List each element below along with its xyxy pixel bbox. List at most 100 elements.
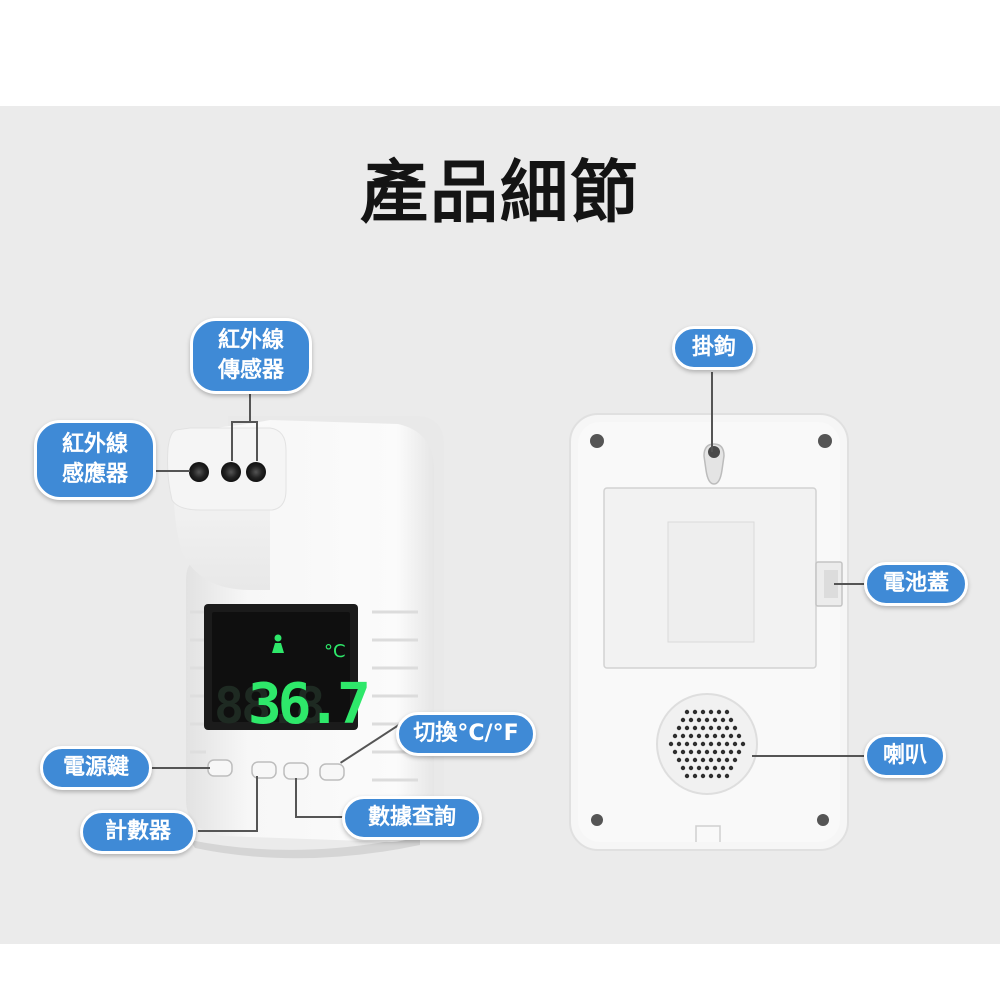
speaker-hole bbox=[680, 749, 686, 755]
speaker-hole bbox=[712, 733, 718, 739]
speaker-hole bbox=[684, 709, 690, 715]
label-hook-text: 掛鉤 bbox=[691, 335, 736, 360]
speaker-hole bbox=[684, 773, 690, 779]
speaker-hole bbox=[680, 733, 686, 739]
speaker-hole bbox=[680, 717, 686, 723]
speaker-hole bbox=[696, 765, 702, 771]
speaker-hole bbox=[696, 733, 702, 739]
speaker-hole bbox=[684, 757, 690, 763]
label-ir-sensor-top-line2: 傳感器 bbox=[217, 358, 284, 383]
speaker-hole bbox=[688, 717, 694, 723]
speaker-hole bbox=[692, 773, 698, 779]
connector-counter-v bbox=[256, 776, 258, 832]
speaker-hole bbox=[728, 749, 734, 755]
label-power-key: 電源鍵 bbox=[40, 746, 152, 790]
label-counter-text: 計數器 bbox=[104, 819, 171, 844]
speaker-hole bbox=[676, 725, 682, 731]
speaker-hole bbox=[708, 709, 714, 715]
speaker-hole bbox=[676, 757, 682, 763]
speaker-hole bbox=[688, 765, 694, 771]
label-switch-unit-text: 切換°C/°F bbox=[413, 721, 519, 746]
speaker-hole bbox=[696, 717, 702, 723]
speaker-hole bbox=[724, 757, 730, 763]
speaker-hole bbox=[692, 725, 698, 731]
speaker-hole bbox=[700, 773, 706, 779]
speaker-hole bbox=[700, 757, 706, 763]
speaker-hole bbox=[708, 757, 714, 763]
label-switch-unit: 切換°C/°F bbox=[396, 712, 536, 756]
speaker-hole bbox=[692, 709, 698, 715]
speaker-hole bbox=[700, 741, 706, 747]
connector-counter-h bbox=[198, 830, 258, 832]
label-battery-cover-text: 電池蓋 bbox=[882, 571, 949, 596]
page-title: 產品細節 bbox=[359, 154, 640, 233]
connector-power-key bbox=[148, 767, 210, 769]
connector-top-sensor-v bbox=[249, 388, 251, 422]
label-power-key-text: 電源鍵 bbox=[62, 755, 129, 780]
speaker-hole bbox=[724, 773, 730, 779]
thermometer-back bbox=[569, 413, 849, 851]
speaker-hole bbox=[688, 733, 694, 739]
speaker-hole bbox=[732, 741, 738, 747]
label-data-query-text: 數據查詢 bbox=[367, 805, 456, 830]
connector-left-sensor bbox=[150, 470, 190, 472]
label-ir-sensor-top: 紅外線 傳感器 bbox=[190, 318, 312, 394]
speaker-hole bbox=[672, 733, 678, 739]
label-ir-sensor-top-line1: 紅外線 bbox=[217, 328, 284, 353]
speaker-hole bbox=[724, 741, 730, 747]
svg-text:88.8: 88.8 bbox=[214, 677, 322, 735]
connector-data-query-h bbox=[295, 816, 345, 818]
speaker-hole bbox=[724, 725, 730, 731]
speaker-hole bbox=[684, 725, 690, 731]
connector-top-sensor-l bbox=[231, 421, 233, 461]
speaker-hole bbox=[668, 741, 674, 747]
connector-data-query-v bbox=[295, 778, 297, 818]
speaker-hole bbox=[688, 749, 694, 755]
speaker-hole bbox=[720, 749, 726, 755]
label-battery-cover: 電池蓋 bbox=[864, 562, 968, 606]
speaker-hole bbox=[728, 717, 734, 723]
speaker-holes bbox=[668, 709, 746, 779]
label-ir-sensor-left-line2: 感應器 bbox=[61, 462, 128, 487]
speaker-hole bbox=[680, 765, 686, 771]
speaker-hole bbox=[704, 749, 710, 755]
unit-text: °C bbox=[324, 641, 346, 662]
speaker-hole bbox=[732, 725, 738, 731]
label-speaker: 喇叭 bbox=[864, 734, 946, 778]
speaker-hole bbox=[692, 757, 698, 763]
speaker-hole bbox=[736, 733, 742, 739]
speaker-hole bbox=[716, 773, 722, 779]
speaker-hole bbox=[692, 741, 698, 747]
speaker-hole bbox=[736, 749, 742, 755]
speaker-hole bbox=[684, 741, 690, 747]
speaker-hole bbox=[728, 765, 734, 771]
connector-hook bbox=[711, 372, 713, 452]
speaker-hole bbox=[704, 717, 710, 723]
speaker-hole bbox=[704, 733, 710, 739]
speaker-hole bbox=[732, 757, 738, 763]
reading-text: 36.7 bbox=[248, 672, 367, 737]
label-hook: 掛鉤 bbox=[672, 326, 756, 370]
speaker-hole bbox=[708, 773, 714, 779]
speaker-hole bbox=[704, 765, 710, 771]
speaker-hole bbox=[708, 741, 714, 747]
speaker-hole bbox=[716, 757, 722, 763]
speaker-hole bbox=[708, 725, 714, 731]
speaker-hole bbox=[720, 717, 726, 723]
speaker-hole bbox=[728, 733, 734, 739]
label-counter: 計數器 bbox=[80, 810, 196, 854]
label-data-query: 數據查詢 bbox=[342, 796, 482, 840]
speaker-hole bbox=[740, 741, 746, 747]
speaker-hole bbox=[716, 741, 722, 747]
label-ir-sensor-left-line1: 紅外線 bbox=[61, 432, 128, 457]
speaker-hole bbox=[716, 709, 722, 715]
speaker-hole bbox=[700, 709, 706, 715]
speaker-hole bbox=[672, 749, 678, 755]
connector-top-sensor-r bbox=[256, 421, 258, 461]
speaker-hole bbox=[712, 749, 718, 755]
speaker-hole bbox=[700, 725, 706, 731]
thermometer-front bbox=[167, 416, 444, 859]
speaker-hole bbox=[724, 709, 730, 715]
label-ir-sensor-left: 紅外線 感應器 bbox=[34, 420, 156, 500]
